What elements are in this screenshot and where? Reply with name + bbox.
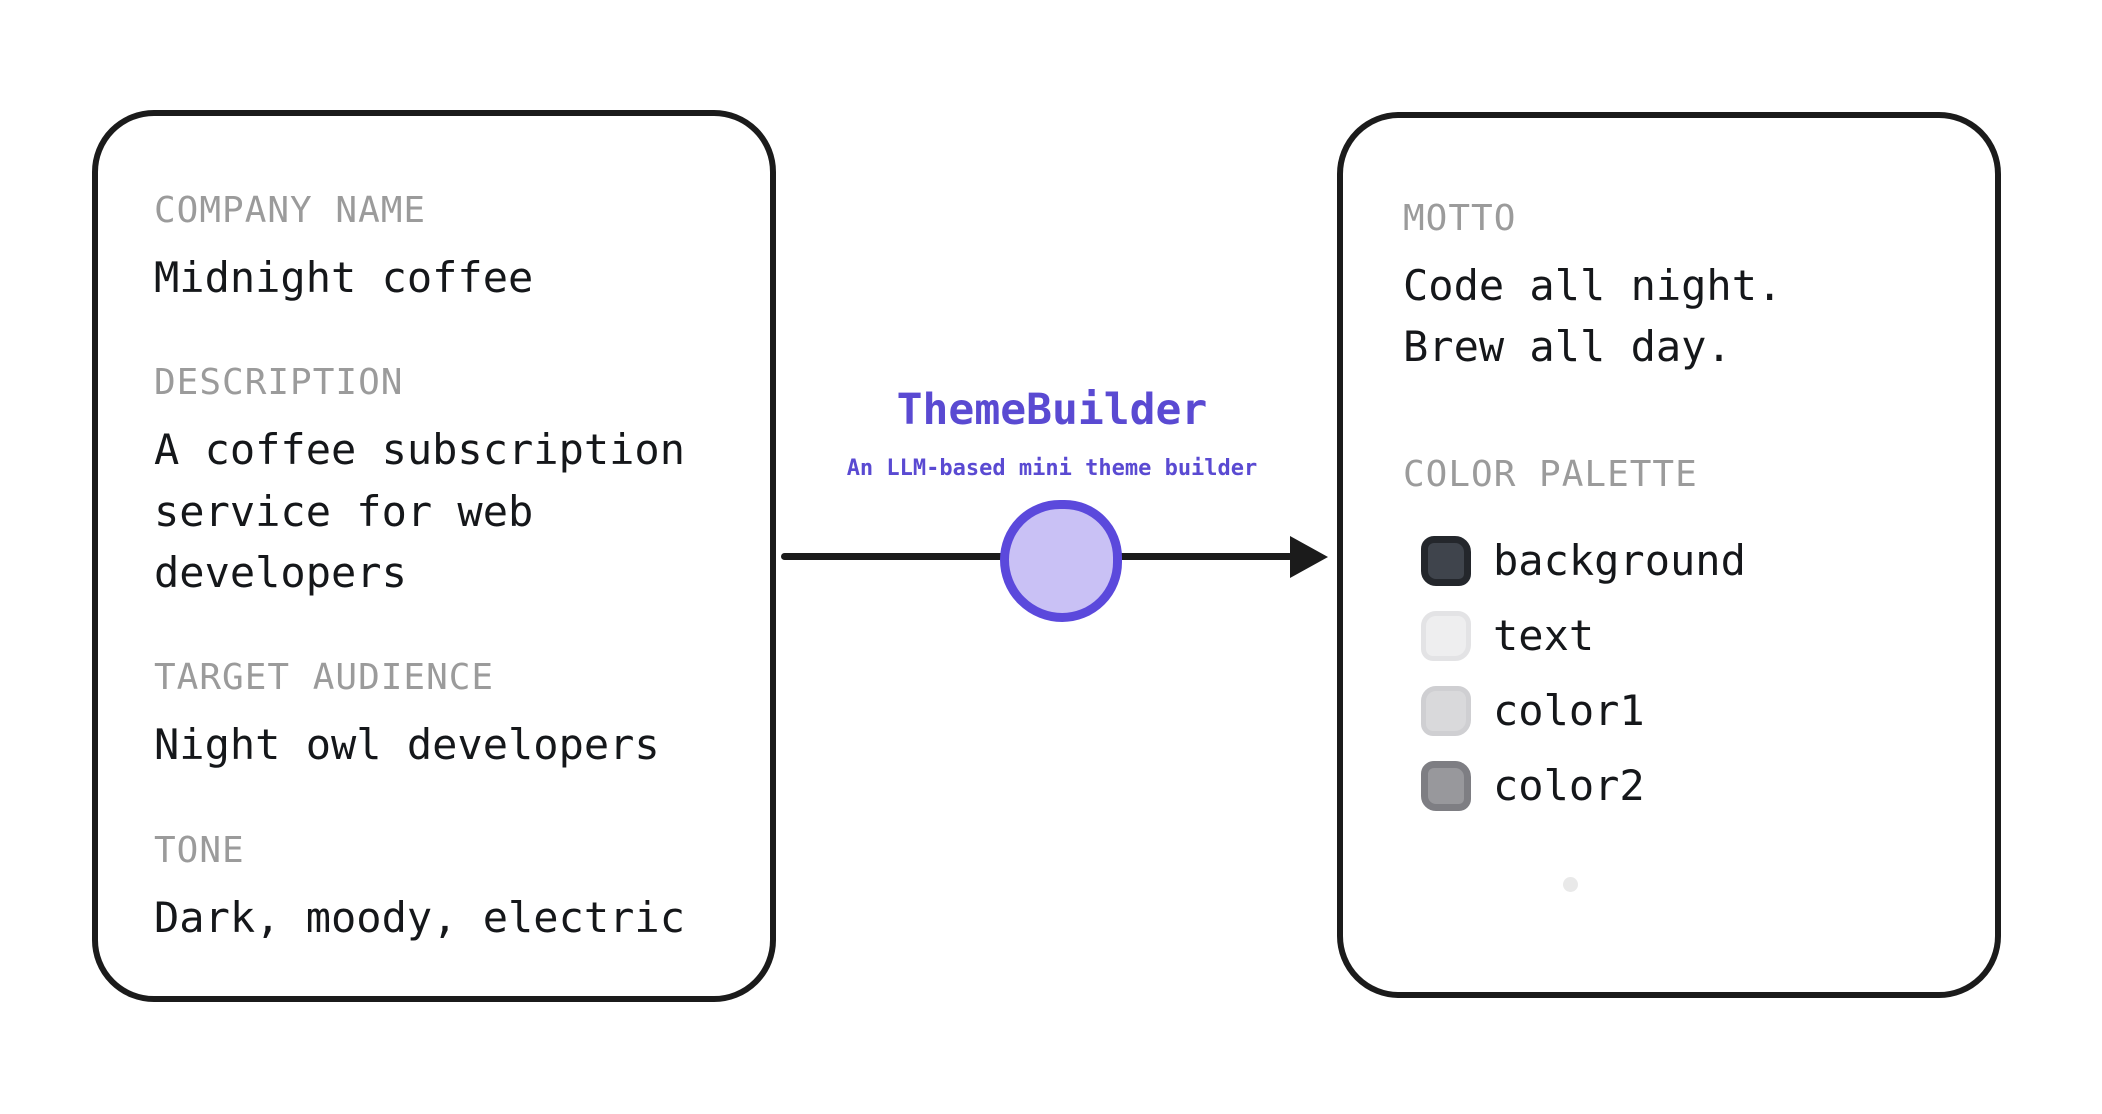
swatch-label: color2 — [1493, 761, 1645, 811]
processor-subtitle: An LLM-based mini theme builder — [846, 456, 1258, 481]
field-tone: TONE Dark, moody, electric — [154, 830, 734, 948]
palette-row-color2: color2 — [1421, 760, 1957, 812]
motto-label: MOTTO — [1403, 198, 1517, 239]
color-swatch-color1 — [1421, 685, 1471, 736]
input-card: COMPANY NAME Midnight coffee DESCRIPTION… — [92, 110, 776, 1002]
color-swatch-text — [1421, 610, 1471, 661]
palette-label: COLOR PALETTE — [1403, 453, 1698, 495]
field-value: A coffee subscription service for web de… — [154, 425, 686, 597]
field-company-name: COMPANY NAME Midnight coffee — [154, 190, 734, 308]
field-label: TONE — [154, 829, 245, 871]
processor-title: ThemeBuilder — [896, 385, 1208, 435]
palette-row-background: background — [1421, 535, 1957, 587]
field-label: TARGET AUDIENCE — [154, 657, 495, 699]
flow-arrow-head-icon — [1290, 536, 1328, 578]
field-label: COMPANY NAME — [154, 190, 427, 231]
decorative-dot — [1563, 877, 1578, 892]
color-swatch-background — [1421, 535, 1471, 586]
motto-value: Code all night. Brew all day. — [1403, 261, 1783, 372]
swatch-label: color1 — [1493, 686, 1645, 736]
palette-row-text: text — [1421, 610, 1957, 662]
field-value: Night owl developers — [154, 720, 660, 770]
processor-node-circle — [1000, 500, 1122, 622]
field-value: Dark, moody, electric — [154, 892, 686, 942]
swatch-label: background — [1493, 536, 1746, 586]
field-description: DESCRIPTION A coffee subscription servic… — [154, 362, 734, 603]
field-label: DESCRIPTION — [154, 362, 404, 404]
output-card: MOTTO Code all night. Brew all day. COLO… — [1337, 112, 2001, 998]
palette-row-color1: color1 — [1421, 685, 1957, 737]
swatch-label: text — [1493, 611, 1595, 661]
field-target-audience: TARGET AUDIENCE Night owl developers — [154, 657, 734, 775]
field-motto: MOTTO Code all night. Brew all day. — [1403, 198, 1957, 378]
field-value: Midnight coffee — [154, 253, 534, 302]
color-swatch-color2 — [1421, 760, 1471, 811]
